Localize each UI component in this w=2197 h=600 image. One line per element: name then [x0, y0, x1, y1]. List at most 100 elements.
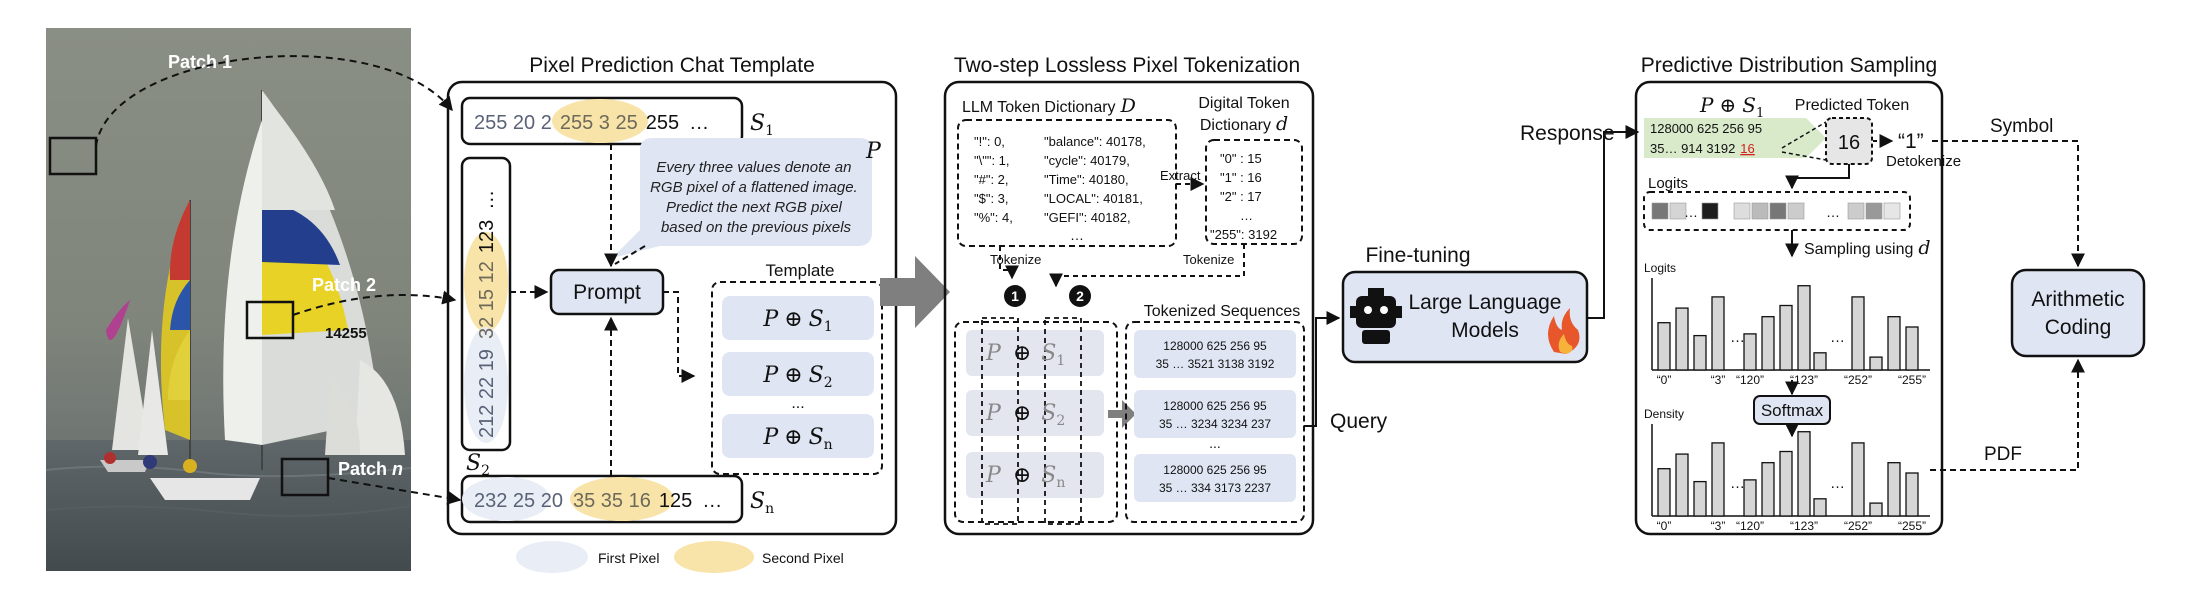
chart-2-dots-b: …	[1830, 475, 1845, 492]
fire-icon	[1548, 308, 1580, 354]
chart-bar	[1779, 304, 1793, 371]
digit-dict-dots: …	[1240, 208, 1253, 223]
sampling-panel-title: Predictive Distribution Sampling	[1641, 54, 1937, 77]
svg-text:128000 625 256 95: 128000 625 256 95	[1163, 399, 1267, 413]
patch-n-label: Patch n	[338, 459, 403, 479]
llm-section: Fine-tuning Large Language Models	[1341, 244, 1589, 364]
chart-tick-label: “123”	[1790, 373, 1818, 387]
logit-cell	[1751, 202, 1769, 220]
bubble-to-prompt-line	[614, 245, 646, 265]
tokenized-dots: ...	[1209, 435, 1221, 451]
symbol-arrow	[1932, 140, 2085, 268]
template-item-n: P⊕Sn	[722, 414, 874, 458]
s2-label: S2	[466, 451, 490, 479]
digit-dict-box	[1205, 139, 1303, 245]
chart-bar	[1675, 453, 1689, 517]
predicted-connector-2	[1781, 151, 1827, 161]
patch-2-box	[245, 300, 295, 340]
step-2-badge	[1069, 285, 1091, 307]
step-1-column	[981, 317, 1019, 525]
symbol-label: Symbol	[1990, 116, 2053, 137]
chart-bar	[1851, 442, 1865, 517]
chart-1-dots-a: …	[1730, 329, 1745, 346]
llm-line-2: Models	[1451, 319, 1519, 342]
svg-text:P⊕S1: P⊕S1	[762, 307, 832, 335]
chart-tick-label: “252”	[1844, 519, 1872, 533]
logits-label: Logits	[1648, 175, 1688, 192]
sampling-header: P⊕S1	[1699, 93, 1764, 121]
softmax-label: Softmax	[1761, 401, 1824, 420]
template-dots: ...	[791, 395, 804, 412]
logit-cell	[1701, 202, 1719, 220]
svg-text:P⊕Sn: P⊕Sn	[762, 425, 832, 453]
logit-cell	[1769, 202, 1787, 220]
pair-n-text: P⊕Sn	[985, 463, 1065, 491]
predicted-to-logits-arrow	[1785, 164, 1850, 190]
legend-first-label: First Pixel	[598, 550, 659, 566]
tokenization-panel-title: Two-step Lossless Pixel Tokenization	[954, 54, 1300, 77]
chart-2-bars	[1657, 431, 1919, 517]
llm-dict-col1: "!": 0, "\"": 1, "#": 2, "$": 3, "%": 4,	[974, 134, 1013, 225]
logits-dots-1: …	[1684, 204, 1698, 220]
patch-2-label: Patch 2	[312, 275, 376, 295]
detokenized-value: “1”	[1898, 130, 1924, 153]
chart-bar	[1797, 285, 1811, 371]
predicted-token-label: Predicted Token	[1795, 97, 1909, 114]
chart-2-tick-labels: “0”“3”“120”“123”“252”“255”	[1657, 519, 1926, 533]
digit-dict-title-1: Digital Token	[1198, 95, 1289, 112]
pair-2-text: P⊕S2	[985, 401, 1065, 429]
tokenized-sequence-1: 128000 625 256 95 35 … 3521 3138 3192	[1134, 330, 1296, 378]
template-label: Template	[766, 261, 835, 280]
tokenized-box	[1125, 321, 1305, 523]
patch-1-connector	[95, 55, 453, 147]
instruction-bubble	[612, 138, 872, 258]
svg-text:128000 625 256 95: 128000 625 256 95	[1163, 463, 1267, 477]
logit-cell	[1865, 202, 1883, 220]
patch-n-box	[280, 457, 330, 497]
sequence-s2-values: 212 22 1932 15 12123…	[476, 190, 498, 438]
chart-1-bars	[1657, 285, 1919, 371]
chart-bar	[1851, 296, 1865, 371]
detokenize-label: Detokenize	[1886, 153, 1961, 170]
pair-to-sequence-arrow	[1108, 400, 1136, 428]
chart-bar	[1869, 502, 1883, 517]
s1-label: S1	[750, 111, 774, 139]
step-2-number: 2	[1076, 288, 1084, 304]
chart-tick-label: “120”	[1736, 373, 1764, 387]
sampling-panel: Predictive Distribution Sampling P⊕S1 12…	[1634, 54, 1961, 536]
tokenized-sequence-2: 128000 625 256 95 35 … 3234 3234 237	[1134, 390, 1296, 438]
chart-bar	[1743, 479, 1757, 517]
llm-dict-box	[957, 119, 1177, 247]
patch-1-label: Patch 1	[168, 52, 232, 72]
chart-tick-label: “252”	[1844, 373, 1872, 387]
response-line-1: 128000 625 256 95	[1650, 121, 1762, 136]
chart-bar	[1779, 450, 1793, 517]
logit-cell	[1669, 202, 1687, 220]
digit-dict-entries: "0" : 15 "1" : 16 "2" : 17	[1220, 151, 1265, 204]
tokenize-arrow-2	[1049, 244, 1245, 288]
chart-bar	[1887, 316, 1901, 371]
chart-tick-label: “0”	[1657, 519, 1672, 533]
chart-bar	[1887, 462, 1901, 517]
tokenize-label-1: Tokenize	[990, 252, 1041, 267]
patch-1-box	[48, 136, 98, 176]
predicted-token-value: 16	[1838, 132, 1860, 154]
arithmetic-line-1: Arithmetic	[2031, 288, 2124, 311]
legend-first-swatch	[516, 541, 588, 573]
tokenize-arrow-1	[999, 246, 1019, 280]
chart-1-dots-b: …	[1830, 329, 1845, 346]
llm-line-1: Large Language	[1409, 291, 1562, 314]
pair-row-2	[966, 390, 1104, 436]
chart-bar	[1813, 498, 1827, 517]
tokenized-sequence-n: 128000 625 256 95 35 … 334 3173 2237	[1134, 454, 1296, 502]
query-arrow	[1304, 311, 1341, 427]
tokenization-panel: Two-step Lossless Pixel Tokenization LLM…	[943, 54, 1315, 536]
chart-2-dots-a: …	[1730, 475, 1745, 492]
svg-text:35 … 3521 3138 3192: 35 … 3521 3138 3192	[1156, 357, 1275, 371]
chart-bar	[1743, 333, 1757, 371]
